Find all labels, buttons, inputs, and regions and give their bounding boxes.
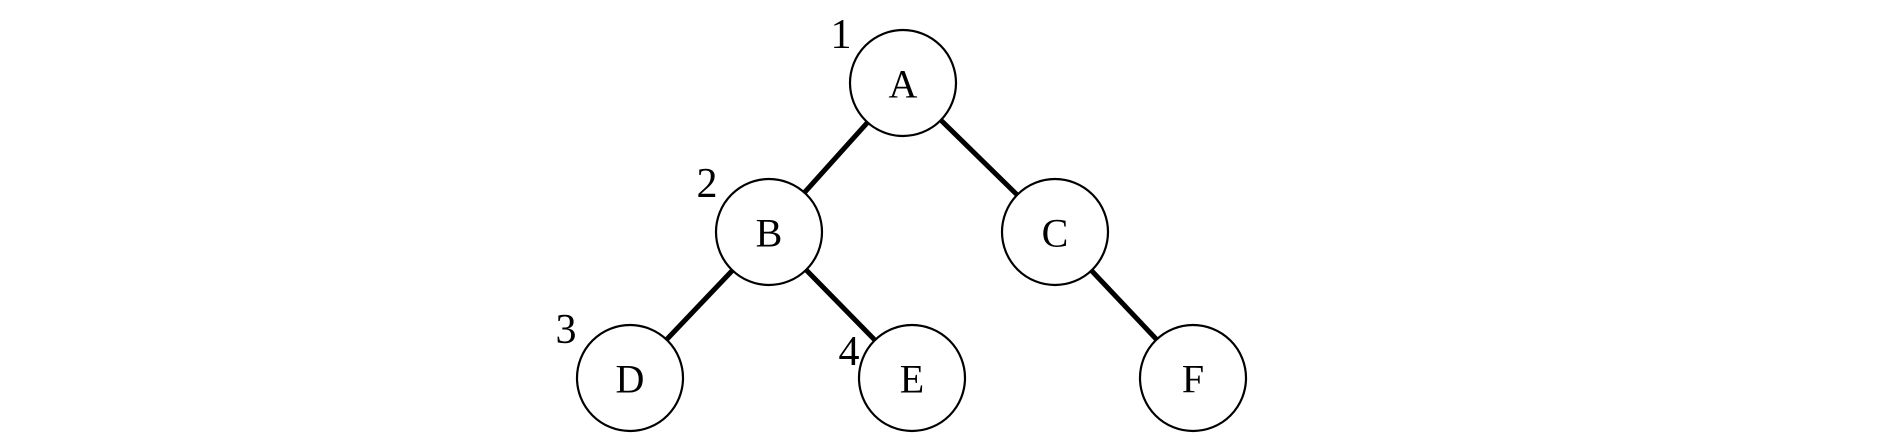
order-label-a: 1 [831, 12, 852, 58]
node-label-b: B [756, 211, 783, 256]
tree-node-e[interactable]: E [857, 323, 967, 433]
node-label-d: D [616, 357, 645, 402]
node-circle-a [848, 28, 958, 138]
tree-node-c[interactable]: C [1000, 177, 1110, 287]
tree-edge-b-d [664, 268, 735, 342]
order-label-d: 3 [556, 307, 577, 353]
tree-edge-a-b [802, 120, 870, 195]
tree-node-b[interactable]: B [714, 177, 824, 287]
tree-node-f[interactable]: F [1138, 323, 1248, 433]
node-circle-c [1000, 177, 1110, 287]
tree-edge-b-e [804, 268, 877, 342]
node-circle-d [575, 323, 685, 433]
order-label-b: 2 [697, 161, 718, 207]
node-circle-b [714, 177, 824, 287]
tree-edge-a-c [939, 118, 1019, 197]
nodes-group: A B C D E F [575, 28, 1248, 433]
node-circle-e [857, 323, 967, 433]
node-circle-f [1138, 323, 1248, 433]
node-label-a: A [889, 62, 918, 107]
order-labels-group: 1 2 3 4 [556, 12, 860, 375]
node-label-c: C [1042, 211, 1069, 256]
tree-node-a[interactable]: A [848, 28, 958, 138]
tree-edge-c-f [1089, 268, 1159, 342]
edges-group [664, 118, 1159, 342]
order-label-e: 4 [839, 329, 860, 375]
node-label-e: E [900, 357, 924, 402]
tree-node-d[interactable]: D [575, 323, 685, 433]
node-label-f: F [1182, 357, 1204, 402]
